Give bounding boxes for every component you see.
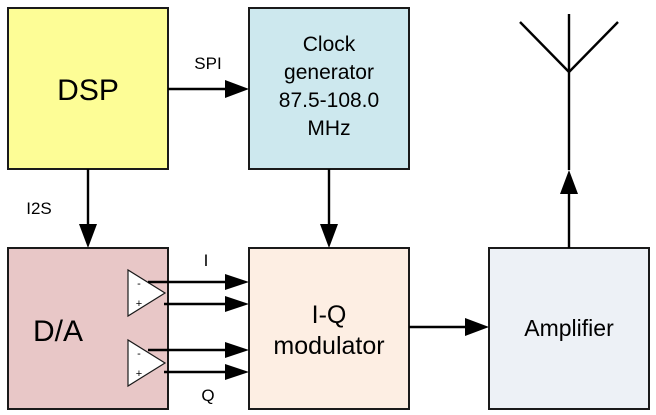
opamp-q: - + bbox=[127, 338, 167, 388]
spi-arrow bbox=[168, 80, 249, 98]
iq-label-line-1: I-Q bbox=[312, 301, 347, 329]
iq-to-amp-arrowhead bbox=[465, 318, 489, 336]
amp-to-antenna-arrow bbox=[560, 170, 578, 248]
amplifier-box bbox=[488, 247, 650, 410]
iq-label-line-2: modulator bbox=[273, 332, 384, 360]
opamp-q-minus: - bbox=[137, 348, 141, 360]
i-label: I bbox=[204, 251, 209, 270]
dsp-box bbox=[7, 7, 169, 170]
da-block: D/A bbox=[7, 247, 169, 410]
clock-label-line-3: 87.5-108.0 bbox=[279, 89, 379, 112]
i2s-arrow bbox=[79, 169, 97, 248]
antenna-left-arm bbox=[519, 21, 570, 73]
q-arrowhead-top bbox=[225, 342, 249, 358]
i-arrowhead-bottom bbox=[225, 296, 249, 312]
q-channel-arrows bbox=[148, 342, 249, 380]
opamp-i-minus: - bbox=[137, 278, 141, 290]
spi-label: SPI bbox=[194, 54, 221, 73]
clock-generator-box bbox=[248, 7, 410, 170]
amplifier-block: Amplifier bbox=[488, 247, 650, 410]
iq-modulator-block: I-Q modulator bbox=[248, 247, 410, 410]
clock-generator-block: Clock generator 87.5-108.0 MHz bbox=[248, 7, 410, 170]
clock-label-line-1: Clock bbox=[303, 33, 356, 56]
opamp-i: - + bbox=[127, 268, 167, 318]
clock-label-line-2: generator bbox=[284, 61, 374, 84]
q-label: Q bbox=[201, 386, 214, 405]
opamp-i-plus: + bbox=[136, 298, 142, 310]
opamp-i-triangle bbox=[127, 268, 167, 318]
opamp-q-plus: + bbox=[136, 368, 142, 380]
spi-arrowhead bbox=[225, 80, 249, 98]
clock-to-iq-arrow bbox=[320, 169, 338, 248]
antenna-icon bbox=[519, 14, 619, 170]
i2s-arrowhead bbox=[79, 224, 97, 248]
dsp-block: DSP bbox=[7, 7, 169, 170]
opamp-q-triangle bbox=[127, 338, 167, 388]
iq-to-amp-arrow bbox=[409, 318, 489, 336]
amp-to-antenna-arrowhead bbox=[560, 170, 578, 194]
amplifier-label: Amplifier bbox=[524, 315, 614, 341]
clock-to-iq-arrowhead bbox=[320, 224, 338, 248]
i-arrowhead-top bbox=[225, 274, 249, 290]
i-channel-arrows bbox=[148, 274, 249, 312]
clock-label-line-4: MHz bbox=[307, 117, 350, 140]
dsp-label: DSP bbox=[57, 74, 119, 107]
i2s-label: I2S bbox=[26, 199, 52, 218]
iq-modulator-box bbox=[248, 247, 410, 410]
da-label: D/A bbox=[33, 315, 83, 348]
antenna-right-arm bbox=[568, 21, 619, 73]
q-arrowhead-bottom bbox=[225, 364, 249, 380]
